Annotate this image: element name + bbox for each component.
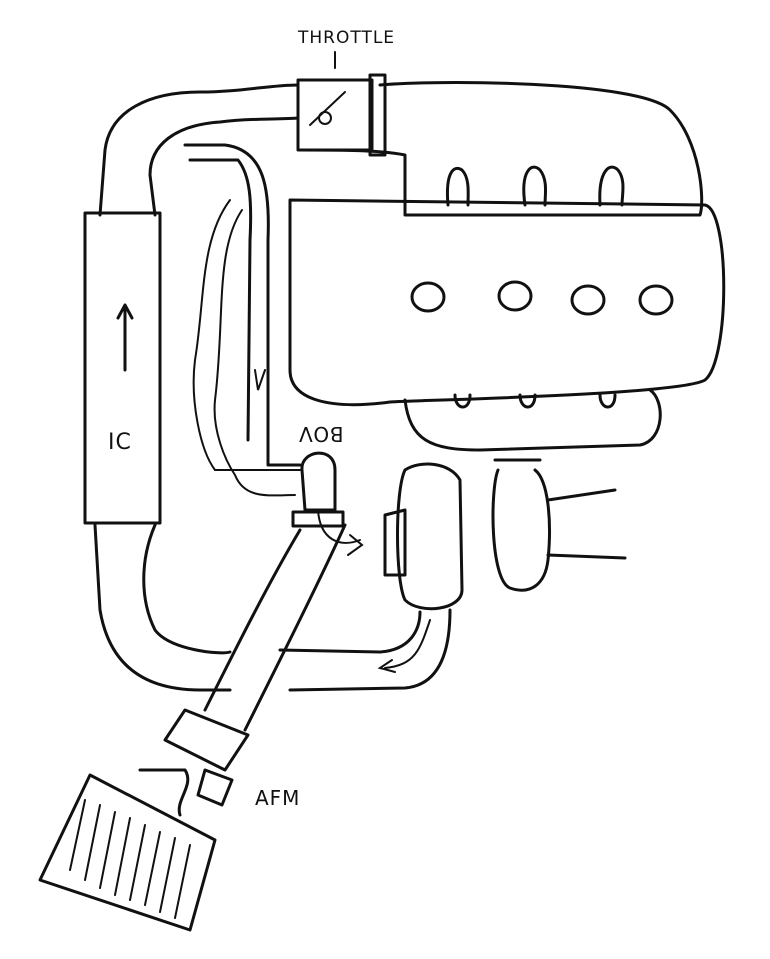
intercooler[interactable] (83, 211, 162, 525)
turbocharger[interactable] (396, 462, 464, 611)
throttle-label: THROTTLE (298, 28, 396, 48)
cylinder-head (288, 198, 726, 407)
flow-arrow-up (116, 303, 134, 372)
flow-arrow-turbo-inlet (377, 619, 431, 673)
flow-arrow-down (254, 369, 266, 391)
exhaust-ports (410, 280, 674, 316)
bov-label: BOV (298, 422, 344, 446)
throttle-body[interactable] (296, 51, 387, 157)
bov-recirc-pipe (183, 143, 302, 467)
air-filter[interactable] (38, 773, 217, 932)
exhaust-manifold (403, 388, 662, 452)
throttle-pipe (98, 83, 300, 217)
filter-clamp (138, 768, 190, 817)
blow-off-valve[interactable] (291, 451, 364, 556)
downpipe (491, 458, 551, 592)
intake-hose (203, 523, 347, 732)
intercooler-label: IC (108, 430, 132, 455)
intake-runners (445, 165, 625, 207)
afm[interactable] (163, 708, 250, 807)
ic-to-turbo-pipe (93, 523, 452, 692)
afm-label: AFM (255, 786, 301, 810)
filter-pleats (69, 799, 191, 919)
